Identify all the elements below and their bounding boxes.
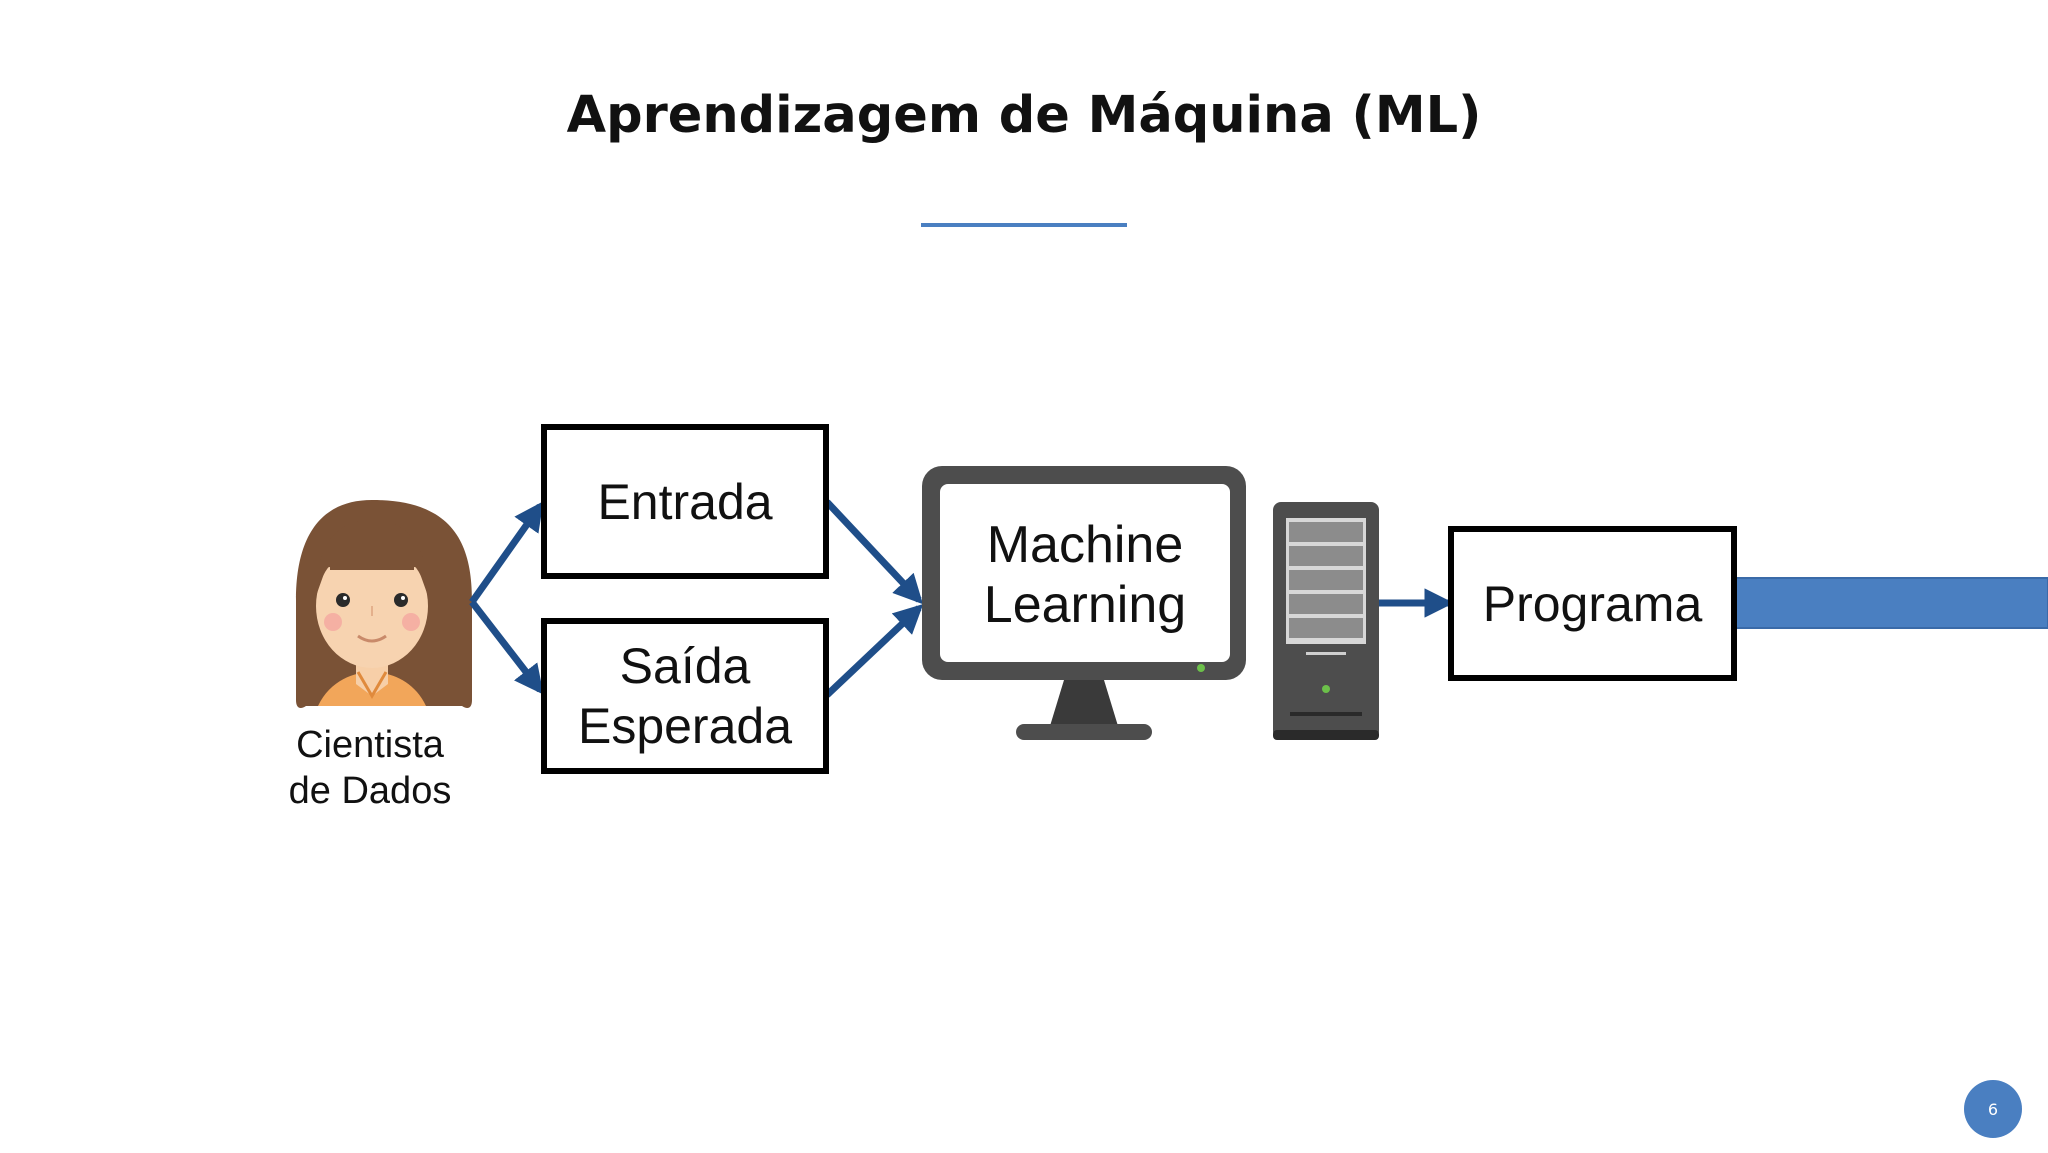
program-box-label: Programa (1482, 575, 1703, 632)
input-box: Entrada (541, 424, 829, 579)
split-arrows (469, 501, 544, 695)
arrow-to-output (469, 599, 544, 695)
program-box: Programa (1448, 526, 1737, 681)
slide-title: Aprendizagem de Máquina (ML) (566, 86, 1482, 145)
expected-output-line1: Saída (619, 638, 751, 694)
expected-output-line2: Esperada (577, 698, 793, 754)
person-label-line2: de Dados (288, 770, 452, 812)
arrow-input-to-ml (824, 499, 924, 605)
output-bar (1735, 577, 2048, 629)
arrow-output-to-ml (824, 603, 924, 698)
monitor-screen-label: Machine Learning (940, 480, 1230, 670)
input-box-label: Entrada (597, 473, 773, 530)
page-number-badge: 6 (1964, 1080, 2022, 1138)
expected-output-box: Saída Esperada (541, 618, 829, 774)
monitor-label-line2: Learning (983, 576, 1187, 634)
arrow-to-input (469, 501, 544, 605)
data-scientist-woman-icon (296, 500, 472, 708)
merge-arrows (824, 499, 924, 698)
person-label: Cientista de Dados (250, 722, 490, 814)
monitor-icon (922, 466, 1246, 740)
server-tower-icon (1273, 502, 1379, 740)
title-underline (921, 223, 1127, 227)
person-label-line1: Cientista (296, 724, 444, 766)
monitor-label-line1: Machine (986, 516, 1184, 574)
